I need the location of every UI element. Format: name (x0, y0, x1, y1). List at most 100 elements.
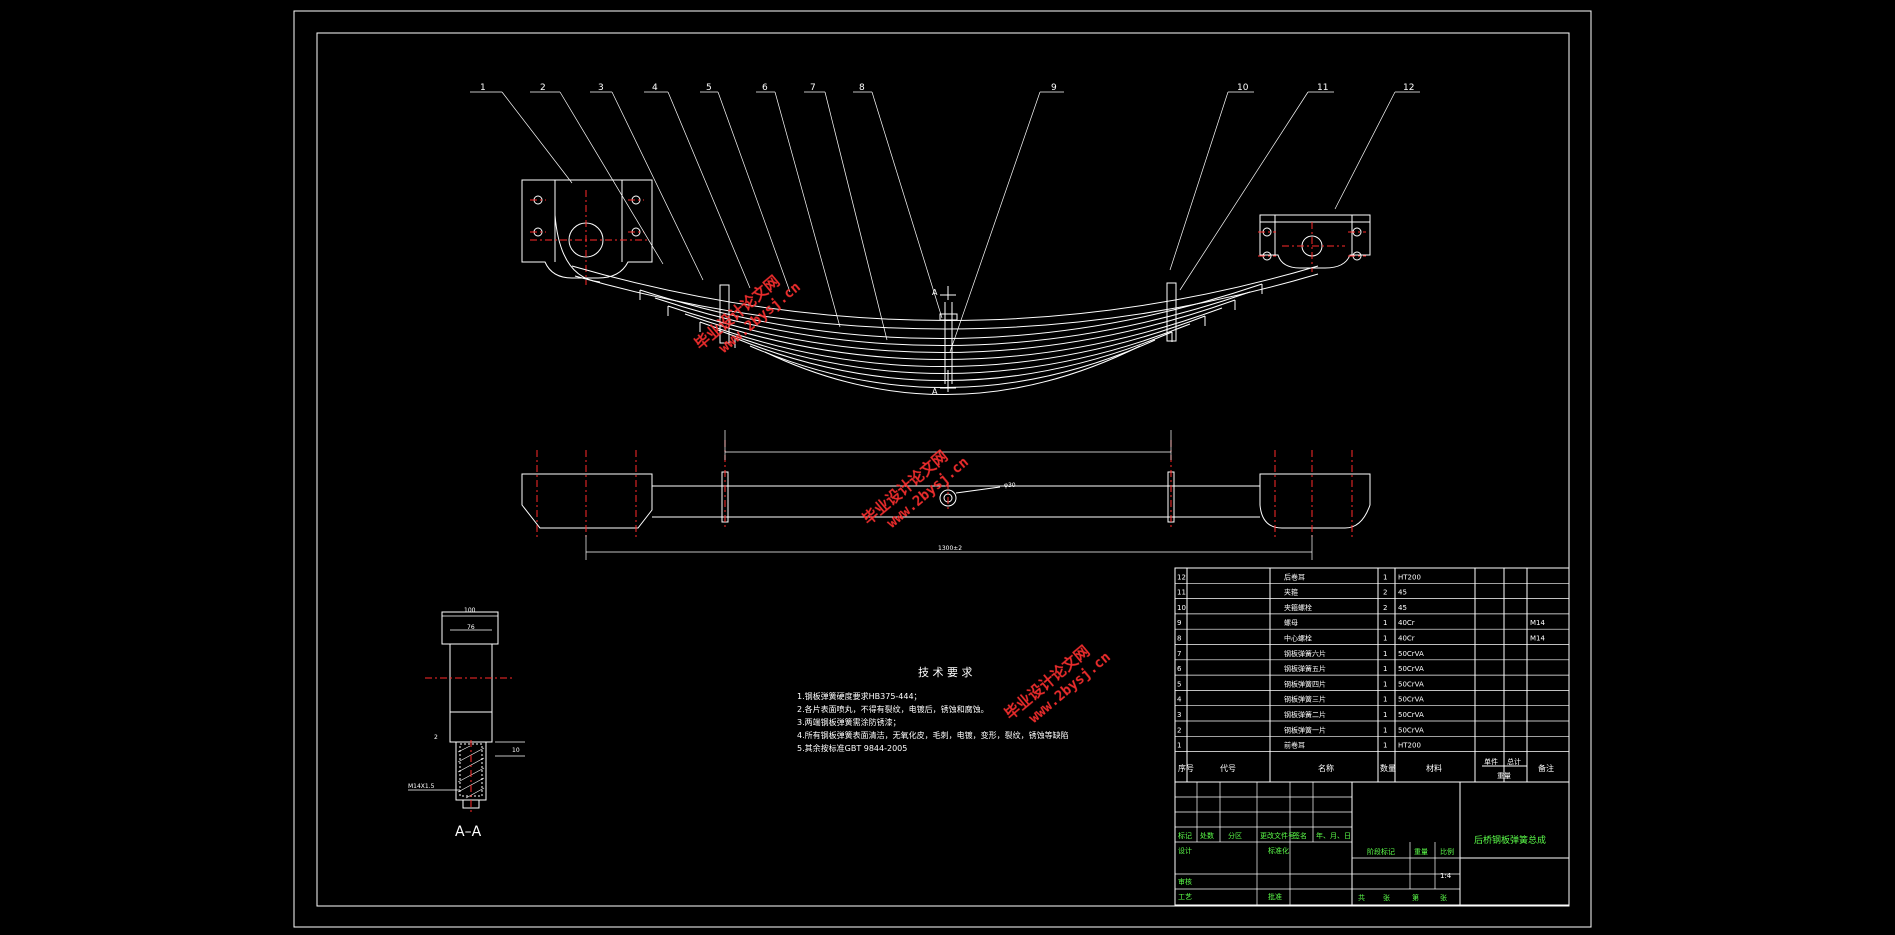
bom-cell-no: 4 (1177, 696, 1182, 704)
tech-req-title: 技 术 要 求 (918, 666, 973, 679)
bom-header-total: 总计 (1507, 757, 1521, 766)
tech-req-item: 2.各片表面喷丸，不得有裂纹，电镀后，锈蚀和腐蚀。 (797, 704, 989, 714)
bom-header-no: 序号 (1178, 763, 1194, 773)
bom-cell-mat: HT200 (1398, 742, 1421, 750)
bom-cell-mat: 50CrVA (1398, 711, 1424, 719)
svg-text:6: 6 (762, 83, 768, 93)
balloon-1: 1 (470, 83, 573, 184)
bom-cell-no: 2 (1177, 726, 1181, 734)
bom-cell-no: 12 (1177, 573, 1186, 581)
bom-cell-mat: 45 (1398, 589, 1407, 597)
bom-cell-name: 中心螺栓 (1284, 634, 1312, 643)
bom-cell-name: 钢板弹簧二片 (1284, 710, 1326, 719)
bom-cell-mat: 40Cr (1398, 635, 1415, 643)
tb-label: 更改文件号 (1260, 831, 1295, 840)
bom-cell-mat: 40Cr (1398, 619, 1415, 627)
svg-text:1: 1 (480, 83, 486, 93)
tb-label: 处数 (1200, 831, 1214, 840)
outer-border (293, 10, 1592, 928)
svg-text:3: 3 (598, 83, 604, 93)
svg-text:10: 10 (1237, 83, 1249, 93)
bom-cell-mat: HT200 (1398, 573, 1421, 581)
tb-label: 标准化 (1268, 846, 1289, 855)
tb-label: 标记 (1178, 831, 1192, 840)
bom-cell-qty: 1 (1383, 711, 1387, 719)
bom-cell-qty: 1 (1383, 635, 1387, 643)
plan-view: φ30 1300±2 (521, 430, 1371, 560)
bom-cell-no: 7 (1177, 650, 1181, 658)
tb-label: 重量 (1414, 848, 1428, 856)
tb-label: 分区 (1228, 831, 1242, 840)
balloon-12: 12 (1334, 83, 1420, 210)
balloon-10: 10 (1169, 83, 1254, 271)
bom-header-mat: 材料 (1426, 763, 1442, 773)
drawing-title: 后桥钢板弹簧总成 (1474, 834, 1546, 846)
section-view-label: A–A (455, 824, 482, 840)
bom-cell-name: 钢板弹簧六片 (1284, 649, 1326, 658)
balloon-6: 6 (756, 83, 841, 328)
balloon-9: 9 (949, 83, 1064, 353)
tech-req-item: 3.两端钢板弹簧需涂防锈漆； (797, 717, 901, 727)
section-w1-dim: 100 (464, 607, 476, 614)
bom-cell-name: 钢板弹簧四片 (1284, 679, 1326, 688)
bom-cell-name: 夹箍螺栓 (1284, 603, 1312, 612)
bom-cell-no: 6 (1177, 665, 1182, 673)
svg-text:12: 12 (1403, 83, 1414, 93)
section-w2-dim: 76 (467, 624, 475, 631)
bom-cell-no: 11 (1177, 589, 1186, 597)
rear-bracket (1258, 214, 1371, 272)
balloon-2: 2 (530, 83, 664, 265)
bom-cell-mat: 50CrVA (1398, 650, 1424, 658)
bom-cell-mat: 50CrVA (1398, 696, 1424, 704)
tb-label: 工艺 (1178, 893, 1192, 901)
bom-cell-mat: 50CrVA (1398, 665, 1424, 673)
svg-text:2: 2 (540, 83, 546, 93)
bom-cell-qty: 1 (1383, 619, 1387, 627)
balloon-5: 5 (700, 83, 791, 293)
svg-text:7: 7 (810, 83, 816, 93)
bom-cell-no: 9 (1177, 619, 1181, 627)
svg-text:9: 9 (1051, 83, 1057, 93)
tech-req-item: 1.钢板弹簧硬度要求HB375-444； (797, 691, 922, 701)
bom-cell-qty: 1 (1383, 696, 1387, 704)
section-h-dim: 10 (512, 747, 520, 754)
front-view: A A (521, 179, 1371, 396)
tb-label: 张 (1440, 893, 1447, 902)
center-bolt (939, 286, 958, 392)
bom-header-qty: 数量 (1380, 763, 1396, 773)
bom-header-weight: 重量 (1497, 772, 1511, 780)
tb-label: 张 (1383, 893, 1390, 902)
spring-clips (719, 282, 1177, 344)
technical-requirements: 技 术 要 求 1.钢板弹簧硬度要求HB375-444； 2.各片表面喷丸，不得… (797, 666, 1069, 753)
bom-header-code: 代号 (1220, 763, 1236, 773)
tb-label: 审核 (1178, 877, 1192, 886)
bom-cell-note: M14 (1530, 635, 1545, 643)
inner-frame (316, 32, 1570, 907)
plan-total-dim: 1300±2 (938, 545, 962, 552)
eye-dim: φ30 (1004, 482, 1016, 489)
tb-label: 第 (1412, 893, 1419, 902)
part-balloons: 1 2 3 4 5 6 7 8 9 10 11 12 (470, 83, 1420, 353)
bom-cell-no: 5 (1177, 680, 1181, 688)
svg-text:11: 11 (1317, 83, 1328, 93)
tb-label: 设计 (1178, 846, 1192, 855)
balloon-3: 3 (590, 83, 704, 281)
section-bolt-dim: M14X1.5 (408, 783, 435, 790)
tb-scale: 1:4 (1440, 872, 1452, 880)
front-bracket (521, 179, 653, 285)
bom-cell-name: 螺母 (1284, 618, 1298, 627)
bom-cell-qty: 1 (1383, 573, 1387, 581)
bom-cell-name: 钢板弹簧三片 (1284, 695, 1326, 704)
section-a-a: 100 76 2 10 M14X1.5 A–A (408, 607, 525, 840)
balloon-8: 8 (853, 83, 943, 319)
bom-cell-no: 1 (1177, 742, 1181, 750)
tech-req-item: 4.所有钢板弹簧表面清洁，无氧化皮，毛刺，电镀，变形，裂纹，锈蚀等缺陷 (797, 730, 1069, 740)
bom-header-note: 备注 (1538, 763, 1554, 773)
section-side-dim: 2 (434, 734, 438, 741)
section-mark-bottom: A (932, 387, 938, 396)
bom-cell-qty: 2 (1383, 604, 1387, 612)
bom-cell-mat: 45 (1398, 604, 1407, 612)
bom-header-name: 名称 (1318, 763, 1334, 773)
tb-label: 签名 (1293, 831, 1307, 840)
